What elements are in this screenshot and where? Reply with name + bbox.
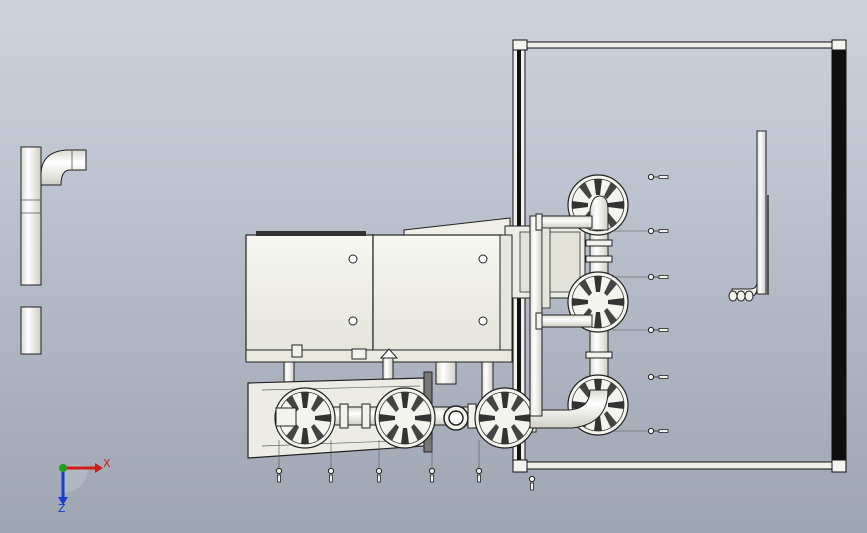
elbow-pipe-part-left[interactable] [20,146,87,355]
tank-base-rail [245,349,513,363]
j-pipe-part-right[interactable] [728,130,769,302]
branch-pipes[interactable] [529,213,593,417]
pump-impeller-3[interactable] [474,387,536,449]
elbow-top[interactable] [589,195,609,231]
inlet-ring[interactable] [443,405,469,431]
elbow-bottom[interactable] [529,389,609,429]
y-axis-dot [59,464,67,472]
x-axis-label: X [103,457,111,470]
pump-impeller-2[interactable] [374,387,436,449]
z-axis-label: Z [58,502,66,515]
tank-box-left[interactable] [245,231,374,360]
orientation-triad[interactable] [58,463,103,505]
tank-box-right[interactable] [372,234,503,360]
pump-inlet-stub [275,407,297,427]
bolt-row-bottom [275,440,536,491]
tank-end-plate [499,234,513,360]
bolt-column-right [612,173,669,435]
